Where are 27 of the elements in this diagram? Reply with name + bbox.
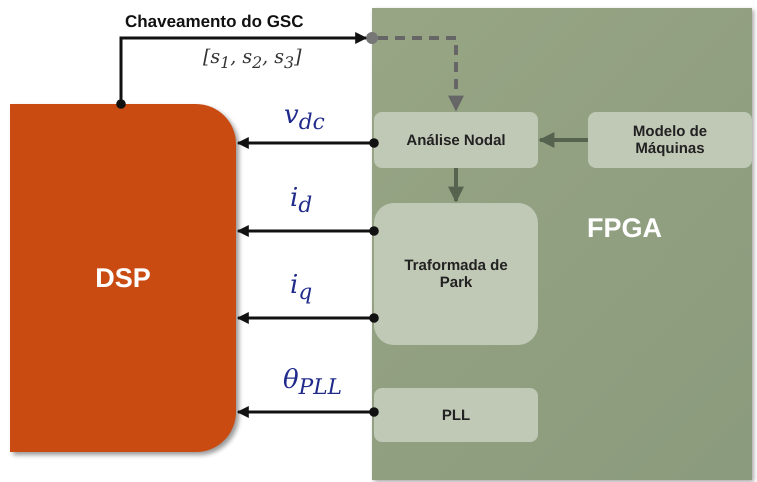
node-label: Análise Nodal <box>406 132 506 148</box>
edge-label: Chaveamento do GSC <box>125 12 304 32</box>
node-label: Modelo de Máquinas <box>632 123 708 157</box>
edge-label: θ$_{PLL}$ <box>283 365 342 400</box>
junction-dot <box>366 32 378 44</box>
fpga-panel <box>372 8 752 480</box>
arrow <box>236 137 379 149</box>
arrow <box>116 32 368 109</box>
node-label: Traformada de Park <box>403 257 509 291</box>
arrow <box>236 406 379 418</box>
node-label: DSP <box>95 262 151 294</box>
edge-label: i$_{q}$ <box>290 270 312 306</box>
dsp-block <box>10 104 236 452</box>
process-box <box>374 388 538 442</box>
arrow <box>236 312 379 324</box>
node-label: PLL <box>442 406 470 424</box>
arrow <box>236 225 379 237</box>
process-box <box>374 112 538 168</box>
process-box <box>374 203 538 345</box>
node-label: FPGA <box>587 213 662 244</box>
arrow <box>448 168 464 203</box>
process-box <box>588 112 752 168</box>
arrow <box>538 132 588 148</box>
dashed-arrow <box>378 36 464 112</box>
edge-label: i$_{d}$ <box>290 183 312 218</box>
signal-label: [s$_{1}$, s$_{2}$, s$_{3}$] <box>203 46 302 72</box>
edge-label: v$_{dc}$ <box>284 100 325 136</box>
